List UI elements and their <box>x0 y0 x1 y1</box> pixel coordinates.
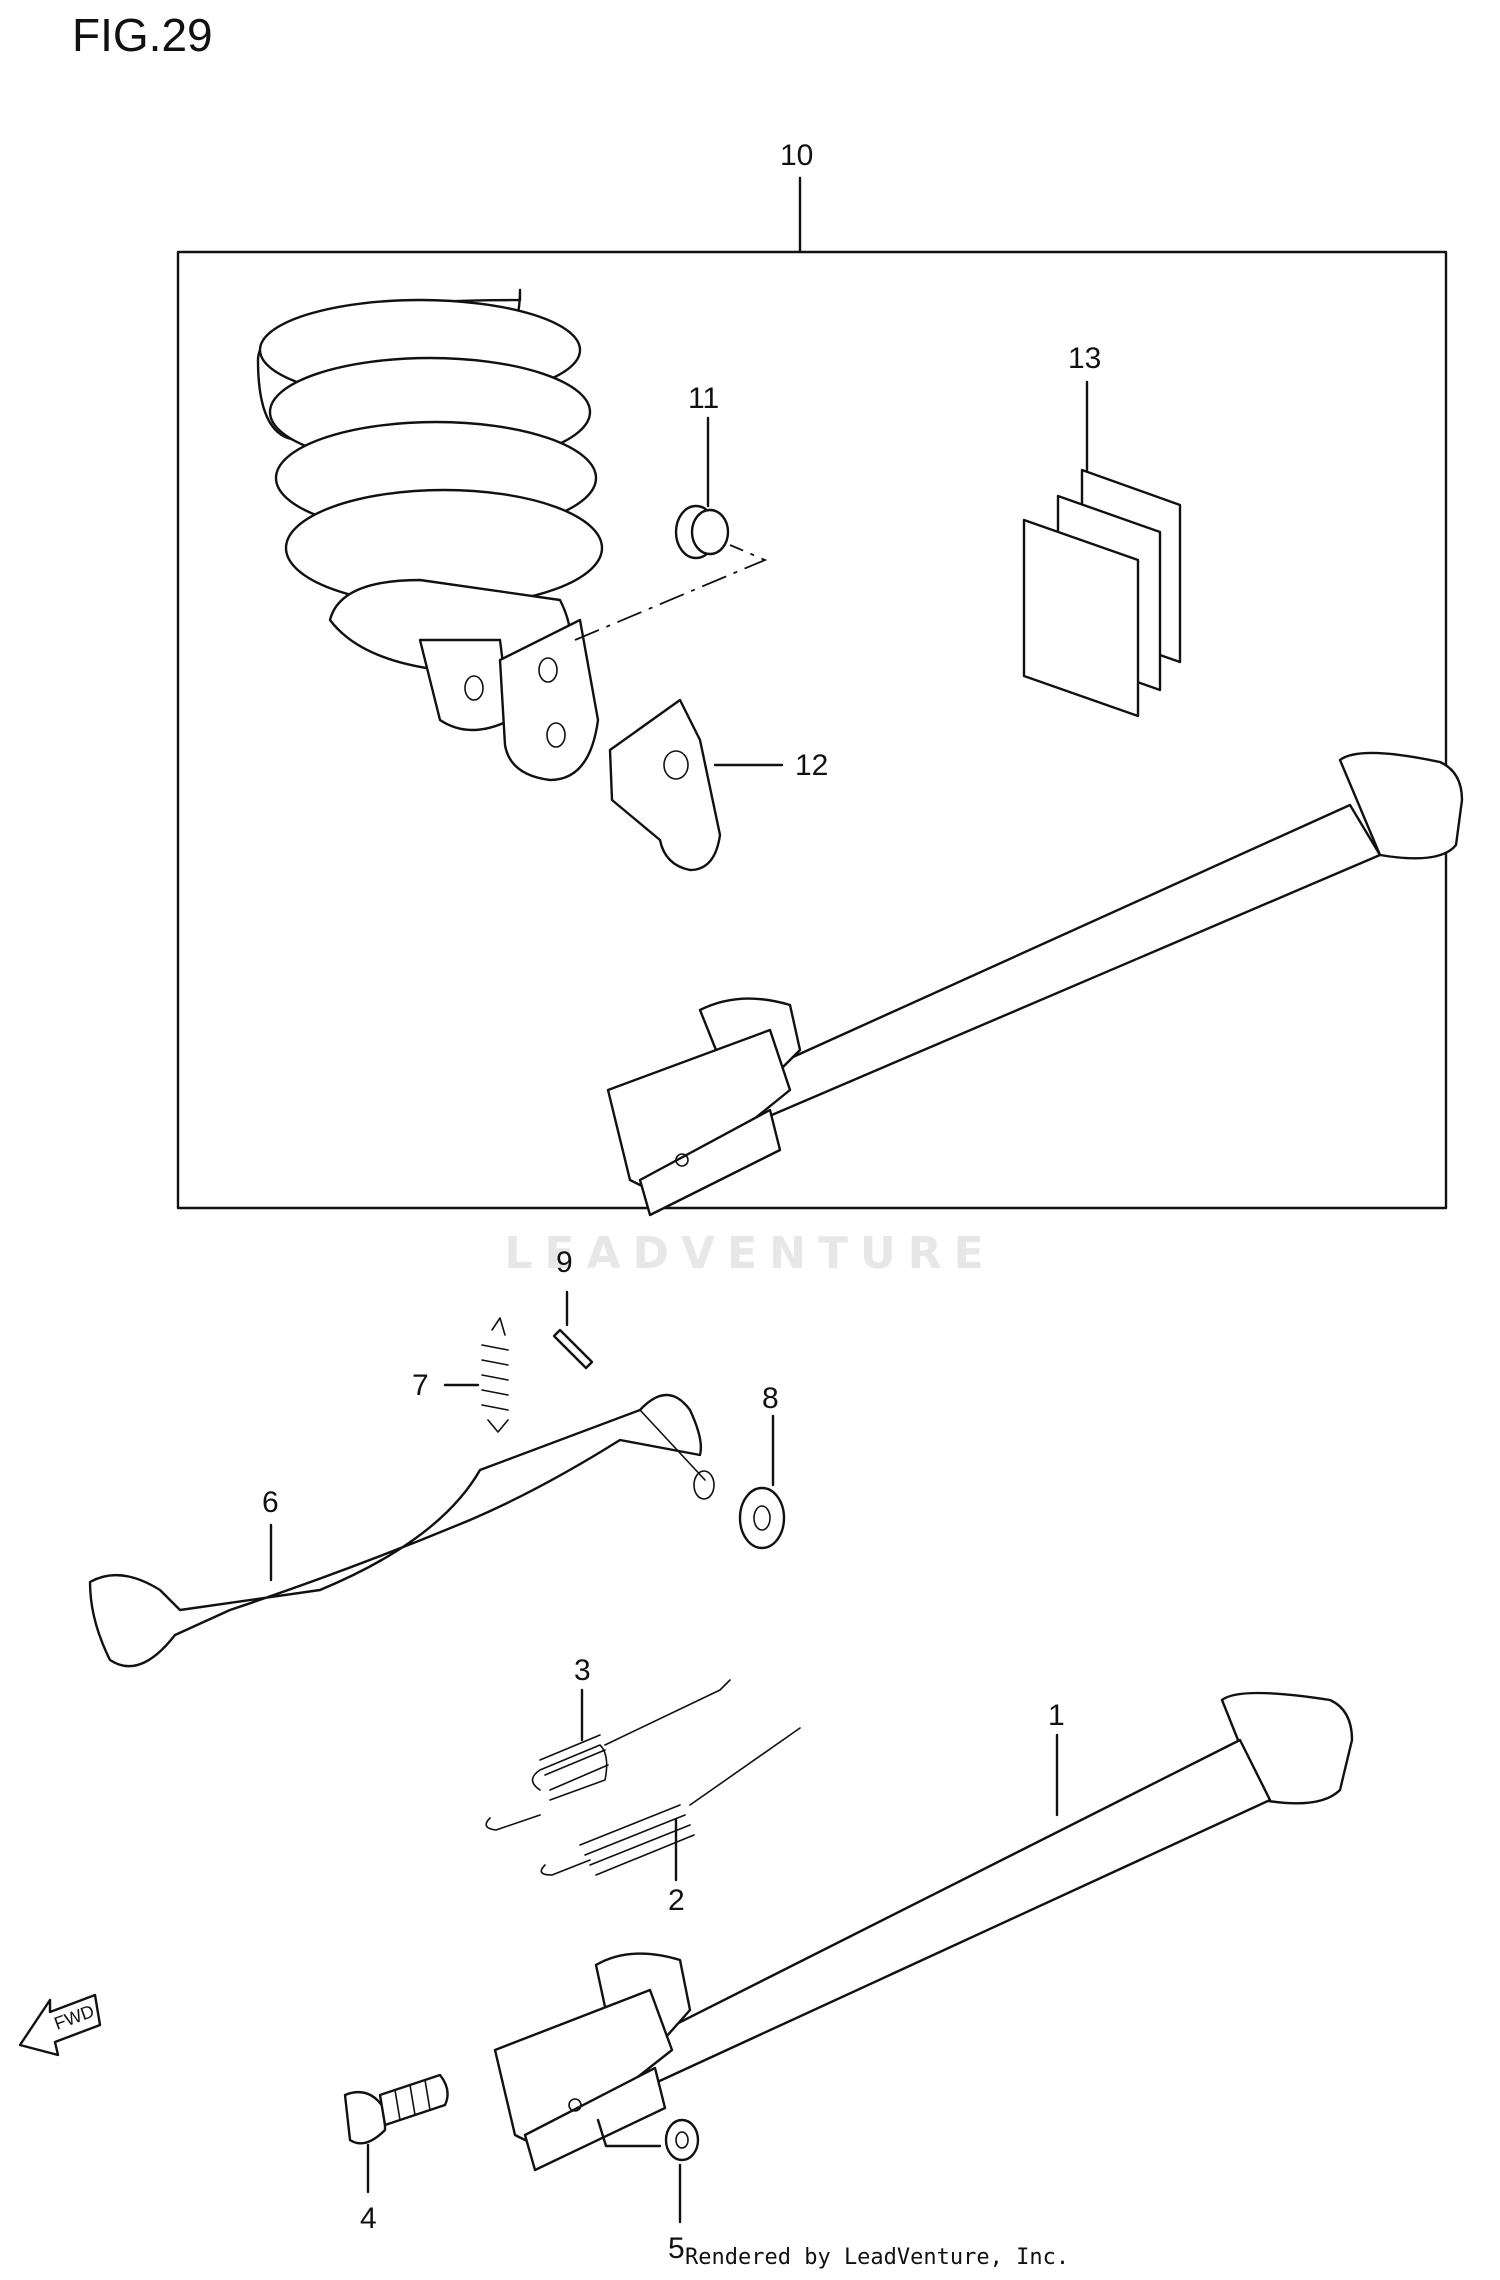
bracket-part-12 <box>608 698 722 872</box>
bolt-part-4 <box>343 2073 449 2145</box>
shock-absorber <box>256 288 604 782</box>
spring-part-7 <box>481 1317 509 1433</box>
callout-2: 2 <box>668 1884 685 1917</box>
watermark: LEADVENTURE <box>504 1228 996 1279</box>
side-stand-part-1 <box>493 1691 1354 2172</box>
assembly-line-11 <box>574 544 768 641</box>
stickers-part-13 <box>1022 468 1182 718</box>
callout-9: 9 <box>556 1246 573 1279</box>
callout-5: 5 <box>668 2232 685 2265</box>
footer-credit: Rendered by LeadVenture, Inc. <box>685 2245 1070 2270</box>
kit-box <box>176 176 1448 1210</box>
callout-6: 6 <box>262 1486 279 1519</box>
figure-title: FIG.29 <box>72 9 213 61</box>
pin-part-9 <box>552 1328 594 1370</box>
spring-part-2 <box>540 1727 801 1876</box>
callout-3: 3 <box>574 1654 591 1687</box>
fwd-arrow-icon: FWD <box>18 1993 102 2057</box>
callout-13: 13 <box>1068 342 1101 375</box>
washer-part-8 <box>738 1486 786 1550</box>
callout-11: 11 <box>688 382 719 415</box>
cap-part-11 <box>674 504 730 560</box>
callout-12: 12 <box>795 749 828 782</box>
callout-10: 10 <box>780 139 813 172</box>
nut-part-5 <box>664 2118 700 2162</box>
kit-side-stand <box>606 751 1464 1217</box>
spring-part-3 <box>485 1679 731 1831</box>
callout-7: 7 <box>412 1369 429 1402</box>
callout-1: 1 <box>1048 1699 1065 1732</box>
callout-8: 8 <box>762 1382 779 1415</box>
bracket-part-6 <box>88 1393 715 1668</box>
assembly-line-5 <box>596 2118 662 2148</box>
callout-4: 4 <box>360 2202 377 2235</box>
